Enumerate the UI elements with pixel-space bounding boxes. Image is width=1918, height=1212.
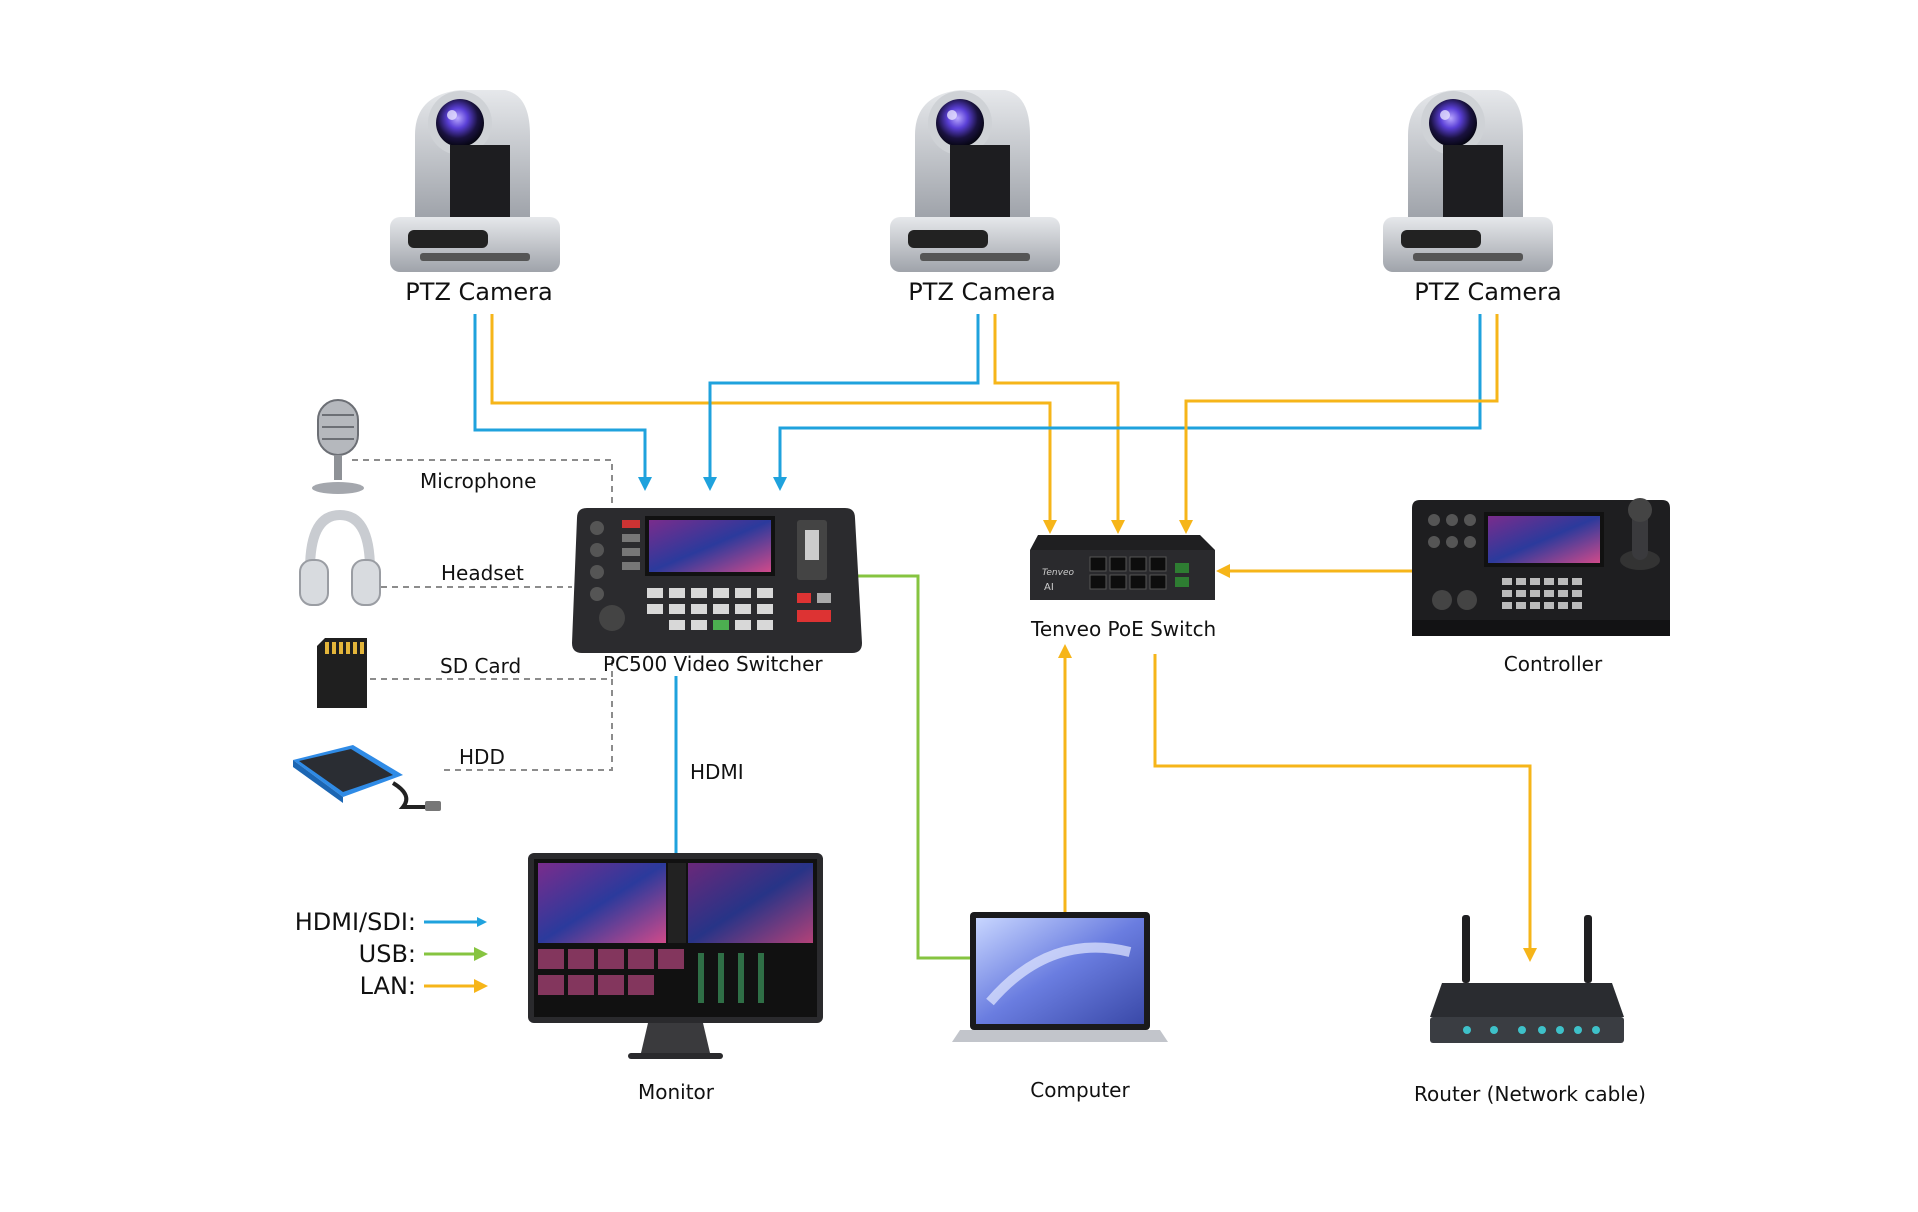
svg-text:Tenveo: Tenveo [1042,568,1074,578]
legend-usb: USB: [358,940,416,968]
usb-line [848,574,996,965]
computer-label: Computer [1030,1078,1130,1102]
controller-device [1412,498,1670,636]
headset-icon [299,509,381,606]
connection-lines [352,314,1537,965]
monitor-device [528,853,823,1059]
ptz-camera-3-label: PTZ Camera [1414,278,1562,306]
peripheral-dashed-lines [352,459,613,771]
poe-switch-device: Tenveo AI [1030,535,1215,600]
legend-arrows [424,917,488,993]
sd-card-label: SD Card [440,654,522,678]
controller-label: Controller [1503,652,1603,676]
cam2-lan-line [993,314,1125,534]
video-switcher-device [572,508,862,653]
cam2-hdmi-line [703,314,980,491]
cam3-hdmi-line [773,314,1482,491]
cam1-hdmi-line [473,314,652,491]
hdmi-label: HDMI [690,760,744,784]
ptz-camera-1-label: PTZ Camera [405,278,553,306]
router-lan-line [1153,654,1537,962]
svg-text:AI: AI [1044,582,1054,593]
cam3-lan-line [1179,314,1499,534]
poe-switch-label: Tenveo PoE Switch [1031,617,1217,641]
headset-label: Headset [441,561,524,585]
microphone-label: Microphone [420,469,537,493]
ptz-camera-2-label: PTZ Camera [908,278,1056,306]
cam1-lan-line [490,314,1057,534]
legend-hdmi-sdi: HDMI/SDI: [294,908,416,936]
ptz-camera-3 [1383,90,1553,272]
ptz-camera-1 [390,90,560,272]
computer-device [952,912,1168,1042]
router-label: Router (Network cable) [1414,1082,1646,1106]
legend-lan: LAN: [359,972,416,1000]
hdd-label: HDD [459,745,505,769]
router-device [1430,915,1624,1043]
video-switcher-label: PC500 Video Switcher [603,652,823,676]
hdd-icon [293,745,441,811]
ptz-camera-2 [890,90,1060,272]
microphone-icon [312,399,364,494]
sd-card-icon [317,638,367,708]
monitor-label: Monitor [637,1080,715,1104]
